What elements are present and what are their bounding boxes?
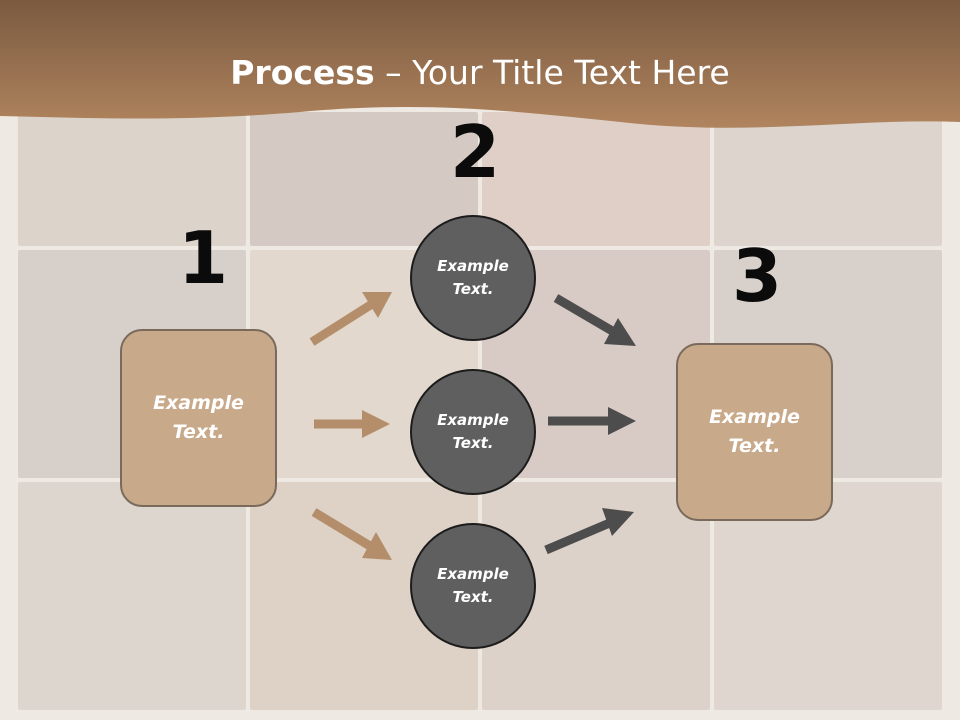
circle-top: Example Text. [410,215,536,341]
title-bold: Process [230,53,375,92]
circle-bottom-line-2: Text. [452,588,494,606]
title-rest: – Your Title Text Here [374,53,730,92]
photo-tile [18,112,246,246]
arrow-dark-right [548,407,636,435]
circle-bottom: Example Text. [410,523,536,649]
right-box-line-2: Text. [728,435,781,457]
arrow-dark-up [544,508,634,555]
photo-tile [482,112,710,246]
circle-top-line-1: Example [437,257,509,275]
step-number-2: 2 [450,110,501,194]
header-banner [0,0,960,128]
circle-bottom-line-1: Example [437,565,509,583]
step-number-3: 3 [732,234,783,318]
photo-tile [714,112,942,246]
arrow-tan-up [309,292,392,346]
arrow-tan-right [314,410,390,438]
circle-middle-line-2: Text. [452,434,494,452]
left-text-box: Example Text. [120,329,277,507]
page-title: Process – Your Title Text Here [0,50,960,96]
circle-middle-line-1: Example [437,411,509,429]
left-box-line-1: Example [153,392,244,414]
circle-middle: Example Text. [410,369,536,495]
right-box-line-1: Example [709,406,800,428]
step-number-1: 1 [178,216,229,300]
circle-top-line-2: Text. [452,280,494,298]
arrow-dark-down [553,294,636,346]
arrow-tan-down [311,508,392,560]
right-text-box: Example Text. [676,343,833,521]
left-box-line-2: Text. [172,421,225,443]
photo-tile [18,482,246,710]
